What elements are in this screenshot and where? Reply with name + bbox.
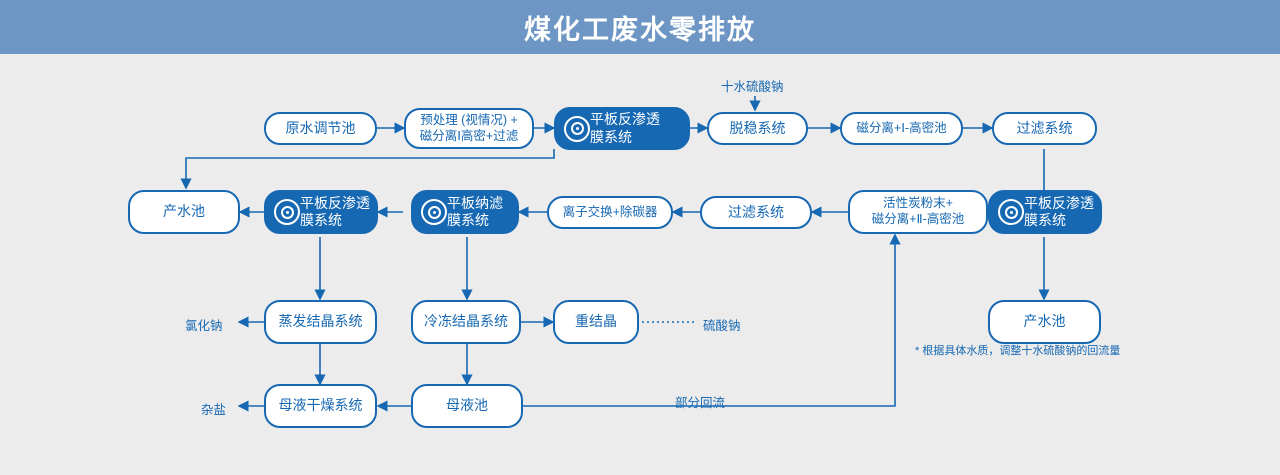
node-label: 产水池 (163, 203, 205, 220)
footnote-text: * 根据具体水质，调整十水硫酸钠的回流量 (915, 345, 1121, 357)
node-label: 蒸发结晶系统 (278, 313, 363, 330)
node-label: 离子交换+除碳器 (562, 204, 658, 219)
node-label-line2: 磁分离Ⅰ高密+过滤 (419, 128, 519, 143)
node-label-line2: 膜系统 (447, 212, 489, 228)
node-label-line1: 平板纳滤 (447, 194, 503, 211)
node-label: 产水池 (1023, 313, 1066, 330)
label-mixed-salt: 杂盐 (201, 403, 227, 417)
node-flat-ro-membrane-3[interactable]: 平板反渗透 膜系统 (988, 190, 1102, 234)
node-mother-liquor-tank[interactable]: 母液池 (411, 384, 523, 428)
node-label: 磁分离+Ⅰ-高密池 (856, 120, 947, 135)
page-header: 煤化工废水零排放 (0, 0, 1280, 54)
node-label: 过滤系统 (728, 203, 784, 220)
membrane-icon (564, 115, 590, 142)
node-raw-water-tank[interactable]: 原水调节池 (264, 112, 377, 145)
node-label-line1: 平板反渗透 (300, 194, 370, 211)
node-recrystallization[interactable]: 重结晶 (553, 300, 639, 344)
node-label: 脱稳系统 (729, 119, 786, 136)
node-label-line2: 膜系统 (1024, 212, 1066, 228)
membrane-icon (998, 199, 1024, 225)
node-label: 母液池 (446, 397, 488, 414)
diagram-canvas: 原水调节池 预处理 (视情况) + 磁分离Ⅰ高密+过滤 平板反渗透 膜系统 脱稳… (0, 54, 1280, 475)
node-label: 过滤系统 (1016, 119, 1073, 136)
node-filtration-system-2[interactable]: 过滤系统 (700, 196, 812, 229)
node-flat-ro-membrane-2[interactable]: 平板反渗透 膜系统 (264, 190, 378, 234)
node-activated-carbon-magnetic-separation-2[interactable]: 活性炭粉末+ 磁分离+Ⅱ-高密池 (848, 190, 988, 234)
node-flat-ro-membrane-1[interactable]: 平板反渗透 膜系统 (554, 107, 690, 150)
node-label: 原水调节池 (285, 119, 356, 136)
label-sodium-chloride: 氯化钠 (185, 319, 223, 333)
connector-layer (180, 96, 1050, 412)
node-flat-nf-membrane[interactable]: 平板纳滤 膜系统 (411, 190, 519, 234)
node-label: 重结晶 (575, 313, 617, 330)
node-label-line1: 预处理 (视情况) + (420, 112, 518, 127)
node-destabilization-system[interactable]: 脱稳系统 (707, 112, 808, 145)
node-freezing-crystallization[interactable]: 冷冻结晶系统 (411, 300, 521, 344)
node-label-line1: 平板反渗透 (1024, 194, 1094, 211)
node-ion-exchange-decarbonator[interactable]: 离子交换+除碳器 (547, 196, 673, 229)
node-product-water-tank-1[interactable]: 产水池 (128, 190, 240, 234)
node-label-line1: 活性炭粉末+ (883, 196, 953, 211)
label-partial-reflux: 部分回流 (675, 396, 726, 410)
page-title: 煤化工废水零排放 (524, 14, 756, 45)
membrane-icon (421, 199, 447, 225)
label-sodium-sulfate-decahydrate: 十水硫酸钠 (721, 80, 784, 94)
node-pretreatment[interactable]: 预处理 (视情况) + 磁分离Ⅰ高密+过滤 (404, 108, 534, 149)
node-label-line2: 膜系统 (300, 212, 342, 228)
node-product-water-tank-2[interactable]: 产水池 (988, 300, 1101, 344)
node-label-line1: 平板反渗透 (590, 111, 660, 127)
node-label: 母液干燥系统 (278, 397, 363, 414)
label-sodium-sulfate: 硫酸钠 (703, 319, 741, 333)
membrane-icon (274, 199, 300, 225)
node-label-line2: 磁分离+Ⅱ-高密池 (871, 212, 965, 226)
node-label: 冷冻结晶系统 (424, 313, 508, 330)
node-magnetic-separation-1[interactable]: 磁分离+Ⅰ-高密池 (840, 112, 963, 145)
node-mother-liquor-drying[interactable]: 母液干燥系统 (264, 384, 377, 428)
node-filtration-system-1[interactable]: 过滤系统 (992, 112, 1097, 145)
node-evaporation-crystallization[interactable]: 蒸发结晶系统 (264, 300, 377, 344)
node-label-line2: 膜系统 (590, 128, 632, 145)
